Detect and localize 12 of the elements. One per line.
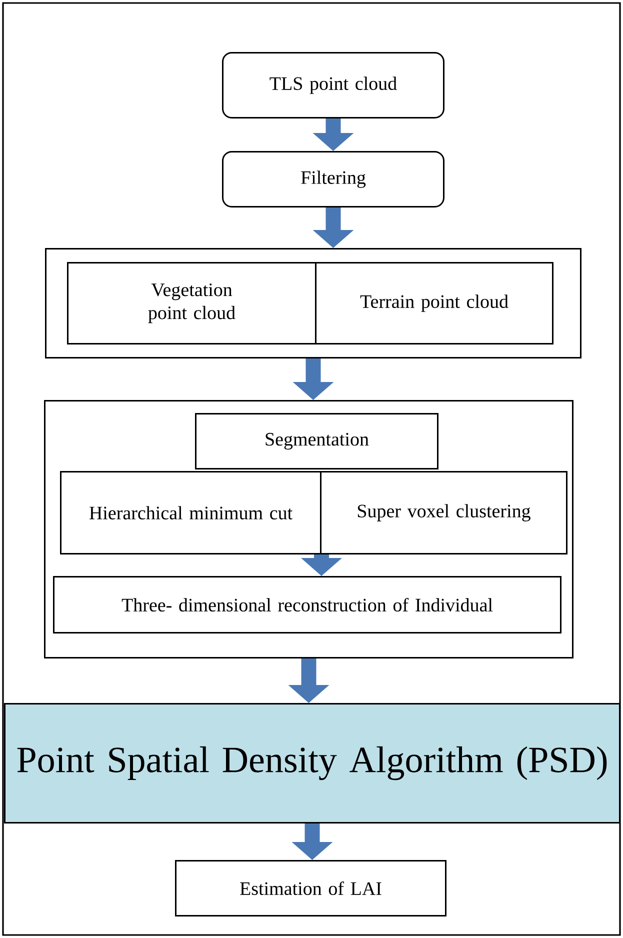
- process-box: Filtering: [222, 151, 444, 208]
- algorithm-box: Point Spatial Density Algorithm (PSD): [4, 703, 620, 824]
- process-box: Estimation of LAI: [175, 860, 446, 916]
- process-box: Segmentation: [195, 413, 438, 470]
- group-box: [45, 248, 582, 358]
- process-box: Three- dimensional reconstruction of Individual: [53, 576, 562, 634]
- process-box: Hierarchical minimum cut: [60, 471, 322, 554]
- group-box: [44, 400, 574, 658]
- process-box: Vegetation point cloud: [67, 262, 316, 344]
- process-box: Super voxel clustering: [320, 471, 568, 554]
- process-box: Terrain point cloud: [315, 262, 554, 344]
- process-box: TLS point cloud: [222, 52, 444, 118]
